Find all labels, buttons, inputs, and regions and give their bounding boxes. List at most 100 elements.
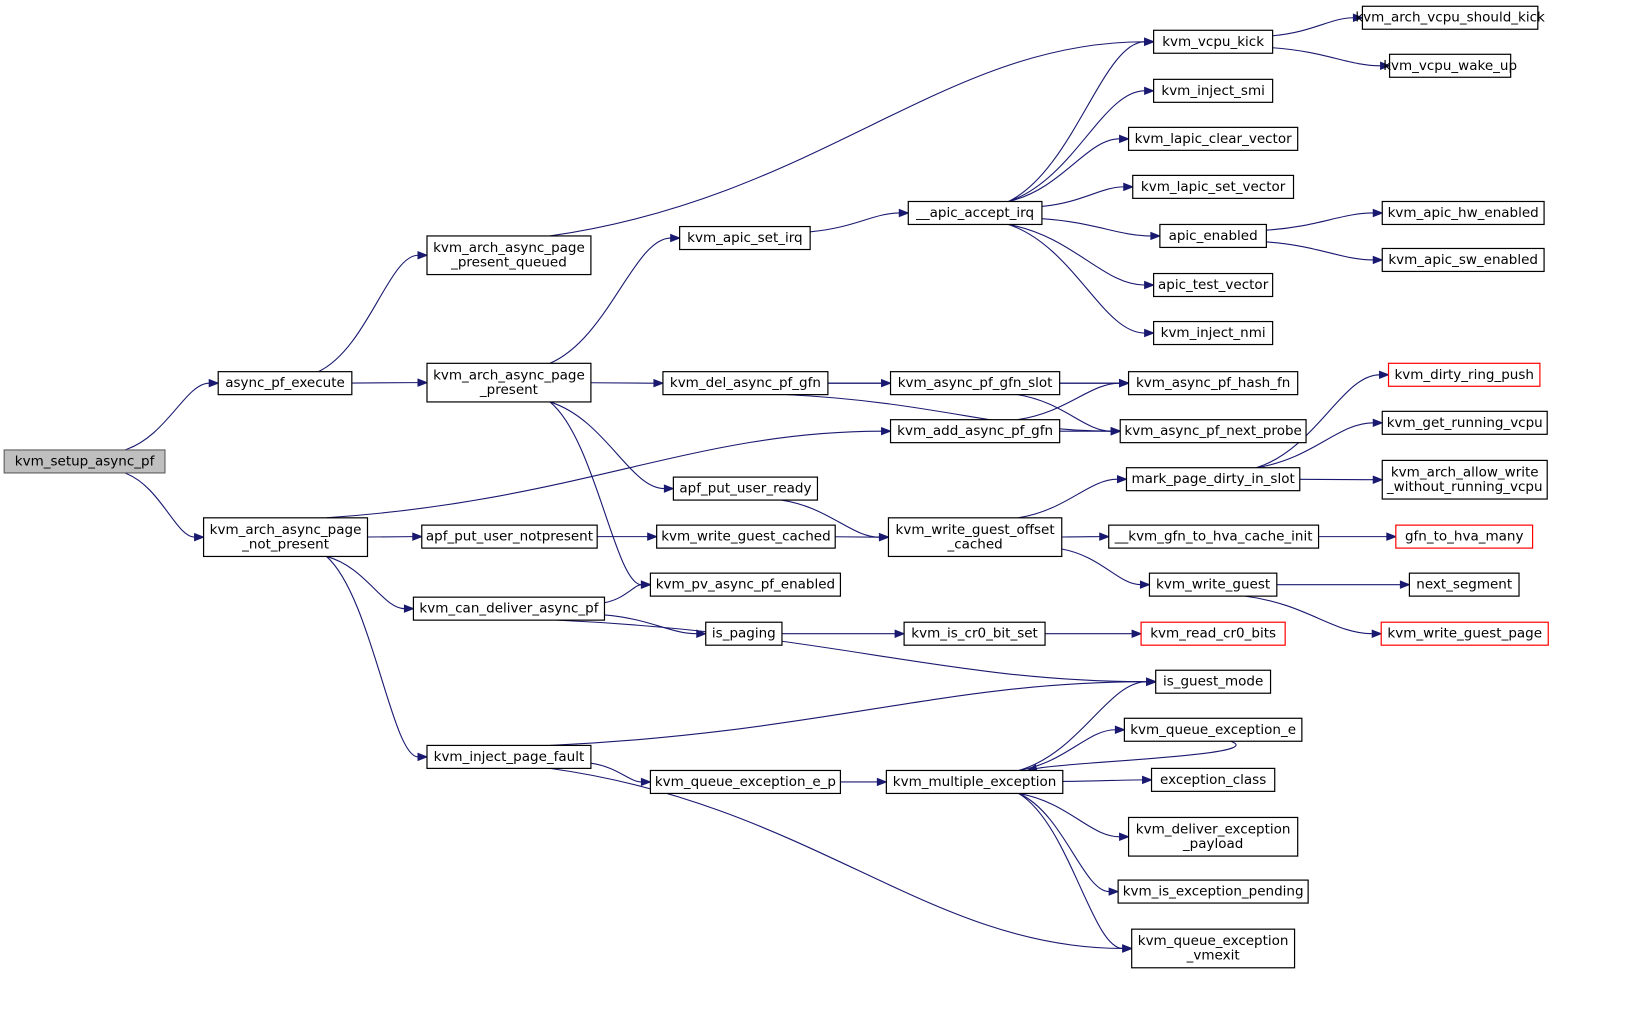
- node-queued[interactable]: kvm_arch_async_page_present_queued: [426, 235, 592, 276]
- node-box: [672, 476, 819, 501]
- edge-wgoc-to-wguest: [1061, 548, 1151, 589]
- edge-line: [1244, 595, 1373, 635]
- node-setirq[interactable]: kvm_apic_set_irq: [679, 225, 811, 251]
- node-box: [656, 524, 836, 549]
- edge-line: [326, 556, 419, 758]
- edge-notpresent-to-notpresent2: [367, 532, 424, 541]
- node-userready[interactable]: apf_put_user_ready: [672, 476, 819, 501]
- node-box: [662, 371, 829, 396]
- node-excclass[interactable]: exception_class: [1150, 767, 1276, 792]
- edge-line: [1018, 478, 1118, 519]
- node-allowwrite[interactable]: kvm_arch_allow_write_without_running_vcp…: [1381, 459, 1548, 500]
- node-wguest[interactable]: kvm_write_guest: [1148, 572, 1278, 597]
- node-nextseg[interactable]: next_segment: [1408, 572, 1520, 597]
- node-lapicset[interactable]: kvm_lapic_set_vector: [1132, 174, 1295, 199]
- node-wakeup[interactable]: kvm_vcpu_wake_up: [1383, 53, 1517, 78]
- edge-line: [1266, 212, 1374, 231]
- arrowhead: [1119, 378, 1130, 388]
- node-label: _not_present: [241, 536, 329, 552]
- node-label: kvm_arch_async_page: [433, 240, 585, 256]
- edge-present-to-pvenabled: [549, 401, 652, 589]
- node-apictest[interactable]: apic_test_vector: [1153, 272, 1274, 298]
- node-box: [1119, 419, 1307, 444]
- edge-acceptirq-to-lapicset: [1041, 182, 1135, 207]
- node-multexc[interactable]: kvm_multiple_exception: [885, 769, 1064, 795]
- arrowhead: [1144, 37, 1155, 46]
- node-notpresent2[interactable]: apf_put_user_notpresent: [421, 524, 598, 549]
- node-pvenabled[interactable]: kvm_pv_async_pf_enabled: [649, 572, 842, 597]
- node-acceptirq[interactable]: __apic_accept_irq: [907, 200, 1043, 226]
- node-ringpush[interactable]: kvm_dirty_ring_push: [1387, 362, 1541, 387]
- arrowhead: [881, 426, 892, 436]
- edge-vcpukick-to-wakeup: [1272, 47, 1391, 71]
- node-label: _payload: [1182, 836, 1243, 852]
- node-label: kvm_inject_nmi: [1161, 325, 1266, 341]
- node-cr0set[interactable]: kvm_is_cr0_bit_set: [903, 621, 1046, 646]
- edge-line: [1018, 729, 1116, 772]
- node-box: [1127, 816, 1299, 857]
- node-box: [202, 517, 369, 558]
- edge-line: [1018, 792, 1120, 838]
- node-wgoc[interactable]: kvm_write_guest_offset_cached: [887, 517, 1063, 558]
- node-delgfn[interactable]: kvm_del_async_pf_gfn: [662, 371, 829, 396]
- node-guestmode[interactable]: is_guest_mode: [1155, 669, 1272, 694]
- node-box: [1159, 223, 1267, 249]
- node-box: [1381, 410, 1548, 435]
- edge-line: [326, 555, 405, 610]
- node-label: kvm_add_async_pf_gfn: [897, 423, 1053, 439]
- node-qevmexit[interactable]: kvm_queue_exception_vmexit: [1131, 928, 1296, 969]
- node-injsmi[interactable]: kvm_inject_smi: [1153, 78, 1274, 103]
- arrowhead: [1379, 370, 1390, 380]
- edge-exec-to-present: [351, 378, 429, 387]
- node-injnmi[interactable]: kvm_inject_nmi: [1153, 320, 1274, 346]
- node-gfnslot[interactable]: kvm_async_pf_gfn_slot: [889, 371, 1061, 396]
- edge-multexc-to-guestmode: [1018, 677, 1158, 772]
- node-label: mark_page_dirty_in_slot: [1131, 471, 1294, 487]
- edge-line: [1018, 792, 1110, 893]
- arrowhead: [1372, 255, 1384, 265]
- node-box: [1153, 78, 1274, 103]
- node-label: kvm_lapic_clear_vector: [1135, 131, 1293, 147]
- node-label: kvm_is_exception_pending: [1123, 884, 1304, 900]
- node-addgfn[interactable]: kvm_add_async_pf_gfn: [889, 419, 1061, 444]
- arrowhead: [1144, 280, 1155, 290]
- node-label: kvm_write_guest_offset: [896, 522, 1055, 538]
- node-box: [649, 572, 842, 597]
- node-apicen[interactable]: apic_enabled: [1159, 223, 1267, 249]
- node-hvamany[interactable]: gfn_to_hva_many: [1395, 524, 1534, 549]
- node-hwen[interactable]: kvm_apic_hw_enabled: [1381, 200, 1545, 226]
- node-readcr0[interactable]: kvm_read_cr0_bits: [1140, 621, 1286, 646]
- node-label: exception_class: [1160, 772, 1266, 788]
- node-ispaging[interactable]: is_paging: [705, 621, 783, 646]
- node-hashfn[interactable]: kvm_async_pf_hash_fn: [1127, 371, 1299, 396]
- node-box: [1140, 621, 1286, 646]
- node-delivpay[interactable]: kvm_deliver_exception_payload: [1127, 816, 1299, 857]
- node-present[interactable]: kvm_arch_async_page_present: [426, 362, 592, 403]
- node-lapicclear[interactable]: kvm_lapic_clear_vector: [1127, 126, 1299, 151]
- node-notpresent[interactable]: kvm_arch_async_page_not_present: [202, 517, 369, 558]
- edge-line: [1008, 223, 1145, 286]
- node-box: [1408, 572, 1520, 597]
- node-injectpf[interactable]: kvm_inject_page_fault: [426, 744, 592, 769]
- node-swen[interactable]: kvm_apic_sw_enabled: [1381, 247, 1545, 273]
- node-qep[interactable]: kvm_queue_exception_e_p: [649, 769, 842, 795]
- node-shouldkick[interactable]: kvm_arch_vcpu_should_kick: [1355, 5, 1545, 30]
- node-gfnhva[interactable]: __kvm_gfn_to_hva_cache_init: [1108, 524, 1320, 549]
- arrowhead: [1371, 629, 1383, 638]
- node-wguestpage[interactable]: kvm_write_guest_page: [1380, 621, 1549, 646]
- edge-line: [781, 499, 880, 538]
- node-qee[interactable]: kvm_queue_exception_e: [1123, 717, 1303, 742]
- node-markdirty[interactable]: mark_page_dirty_in_slot: [1125, 467, 1301, 492]
- node-setup[interactable]: kvm_setup_async_pf: [3, 449, 166, 474]
- node-vcpukick[interactable]: kvm_vcpu_kick: [1153, 29, 1274, 54]
- node-exec[interactable]: async_pf_execute: [217, 371, 353, 396]
- node-excpend[interactable]: kvm_is_exception_pending: [1117, 879, 1309, 904]
- node-runvcpu[interactable]: kvm_get_running_vcpu: [1381, 410, 1548, 435]
- arrowhead: [1146, 677, 1158, 686]
- node-candeliver[interactable]: kvm_can_deliver_async_pf: [412, 596, 606, 621]
- edge-line: [1256, 374, 1380, 469]
- node-wgc[interactable]: kvm_write_guest_cached: [656, 524, 836, 549]
- node-box: [1155, 669, 1272, 694]
- node-nextprobe[interactable]: kvm_async_pf_next_probe: [1119, 419, 1307, 444]
- node-box: [426, 362, 592, 403]
